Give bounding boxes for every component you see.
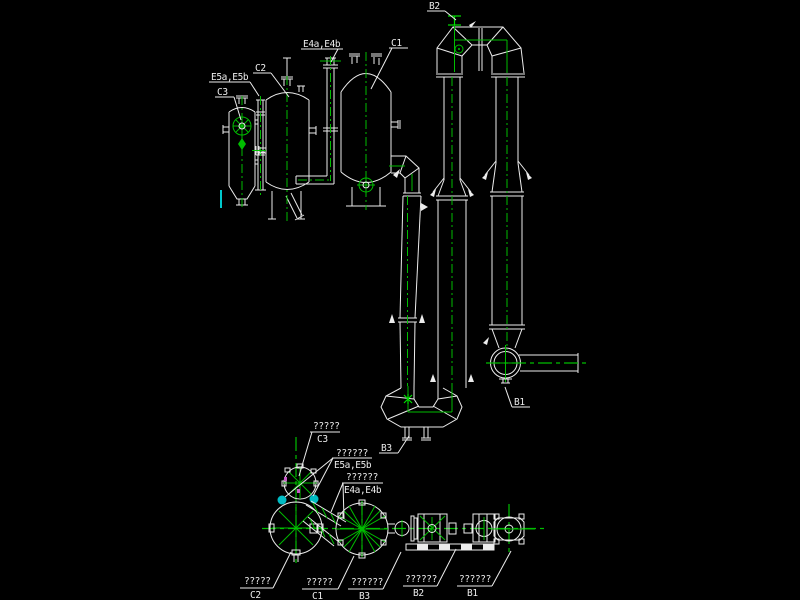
bottom-label-c2-text: ????? (244, 576, 271, 587)
gooseneck-top (436, 15, 525, 78)
blower-train-plan (394, 513, 535, 551)
bottom-label-b2-code: B2 (413, 588, 424, 599)
vessel-c1-elevation (340, 52, 401, 210)
plan-bottom-labels: ????? C2 ????? C1 ?????? B3 ?????? B2 ??… (240, 548, 512, 600)
vessel-c3-elevation (220, 95, 258, 210)
agitator-icon (232, 116, 252, 136)
bottom-label-b3-code: B3 (359, 591, 370, 600)
plan-view: ????? C3 ?????? E5a,E5b ?????? E4a,E4b ?… (240, 421, 548, 600)
bottom-label-b3-text: ?????? (351, 577, 383, 588)
callout-c3-code: C3 (317, 434, 328, 445)
plan-pipes (302, 500, 347, 547)
vessel-c1-plan (335, 499, 395, 559)
label-b3: B3 (381, 443, 392, 454)
bottom-label-c1-text: ????? (306, 577, 333, 588)
nozzle-e5a-plan (277, 495, 287, 505)
gooseneck-bottom (380, 386, 463, 441)
elevation-view: B2 E4a,E4b C1 C2 E5a,E5b C3 B1 B3 (209, 1, 590, 454)
label-b1: B1 (514, 397, 525, 408)
callout-e5-code: E5a,E5b (334, 460, 372, 471)
duct-elbow-c1 (389, 155, 420, 193)
blower-b1-elevation (486, 345, 590, 384)
label-e5: E5a,E5b (211, 72, 249, 83)
callout-e5-text: ?????? (336, 448, 368, 459)
datum-star-icon (403, 394, 413, 404)
label-c3: C3 (217, 87, 228, 98)
bottom-label-b1-code: B1 (467, 588, 478, 599)
base-frame-plan (405, 543, 495, 551)
bottom-label-b2-text: ?????? (405, 574, 437, 585)
callout-e4-text: ?????? (346, 472, 378, 483)
vessel-c2-elevation (252, 57, 317, 224)
label-b2: B2 (429, 1, 440, 12)
label-e4: E4a,E4b (303, 39, 341, 50)
duct-column-b (430, 77, 474, 388)
exchanger-e5-elevation (255, 96, 266, 195)
pipe-e4-elevation (295, 56, 341, 185)
vessel-c3-plan (277, 463, 319, 505)
duct-column-c (482, 77, 532, 350)
bottom-label-c1-code: C1 (312, 591, 323, 600)
plan-callouts: ????? C3 ?????? E5a,E5b ?????? E4a,E4b (284, 421, 383, 520)
elevation-labels: B2 E4a,E4b C1 C2 E5a,E5b C3 B1 B3 (209, 1, 530, 454)
blower-b2-plan (472, 513, 496, 543)
blower-b1-plan (491, 513, 535, 545)
nozzle-e5b-plan (309, 494, 319, 504)
blower-b3-plan (417, 513, 448, 543)
bottom-label-c2-code: C2 (250, 590, 261, 600)
label-c1: C1 (391, 38, 402, 49)
callout-c3-text: ????? (313, 421, 340, 432)
nozzle-b2-icon (448, 15, 461, 26)
duct-column-a (389, 169, 428, 389)
bottom-label-b1-text: ?????? (459, 574, 491, 585)
callout-e4-code: E4a,E4b (344, 485, 382, 496)
label-c2: C2 (255, 63, 266, 74)
